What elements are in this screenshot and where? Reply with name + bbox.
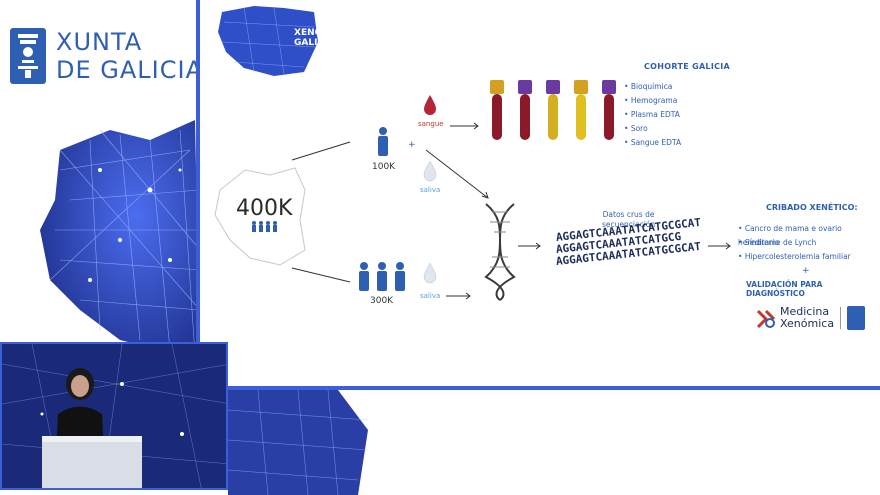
speaker-face: [71, 375, 89, 397]
tube-4: [576, 94, 586, 140]
sample-saliva-label-2: saliva: [420, 292, 441, 300]
project-title-line-2: GALICIA: [294, 38, 335, 48]
group-people-icon: [359, 262, 405, 291]
project-title-line-1: XENOMA: [294, 28, 339, 38]
cohorte-item: Soro: [624, 122, 681, 136]
plus-sign: +: [408, 140, 416, 150]
cribado-item: Cancro de mama e ovario hereditario: [738, 222, 880, 247]
tube-5: [604, 94, 614, 140]
sequencing-label-line-1: Datos crus de: [602, 210, 655, 219]
total-count: 400K: [236, 196, 293, 221]
logo-line-1: Medicina: [780, 305, 830, 318]
tube-3: [548, 94, 558, 140]
saliva-drop-icon-2: [423, 262, 437, 284]
lectern: [42, 440, 142, 488]
xunta-small-emblem-icon: [847, 306, 866, 330]
tube-cap-4: [574, 80, 588, 94]
sequence-block: AGGAGTCAAATATCATGCGCAT AGGAGTCAAATATCATG…: [555, 216, 702, 268]
cohorte-item: Sangue EDTA: [624, 136, 681, 150]
sample-saliva-label: saliva: [420, 186, 441, 194]
galicia-network-graphic: [40, 120, 200, 360]
xunta-brand: XUNTA DE GALICIA: [10, 28, 203, 84]
brand-line-2: DE GALICIA: [56, 56, 203, 84]
medicina-xenomica-logo: Medicina Xenómica: [756, 305, 866, 330]
tube-cap-2: [518, 80, 532, 94]
xenoma-galicia-logo: [218, 6, 318, 76]
tube-cap-3: [546, 80, 560, 94]
cohorte-item: Bioquímica: [624, 80, 681, 94]
presentation-slide: XENOMA GALICIA 400K 100K sangu: [196, 0, 880, 390]
cribado-title: CRIBADO XENÉTICO:: [766, 203, 858, 212]
people-icon: [252, 221, 277, 232]
tube-1: [492, 94, 502, 140]
tube-2: [520, 94, 530, 140]
sequencing-label: Datos crus de secuenciación: [602, 210, 655, 230]
galicia-map-outline: [214, 167, 306, 266]
cohorte-title: COHORTE GALICIA: [644, 62, 731, 71]
cohort-small-count: 100K: [372, 162, 396, 172]
logo-line-2: Xenómica: [780, 317, 835, 330]
video-background-network: [2, 344, 226, 488]
brand-line-1: XUNTA: [56, 28, 143, 56]
cohort-large-count: 300K: [370, 296, 394, 306]
sequencing-label-line-2: secuenciación: [602, 220, 656, 229]
cribado-plus: +: [802, 266, 810, 276]
xunta-emblem-icon: [10, 28, 46, 84]
xg-icon: [756, 309, 776, 329]
cohorte-list: Bioquímica Hemograma Plasma EDTA Soro Sa…: [624, 80, 681, 150]
validation-label: VALIDACIÓN PARA DIAGNÓSTICO: [746, 280, 823, 298]
sample-tubes: [490, 80, 616, 140]
cribado-list: Cancro de mama e ovario hereditario Sínd…: [738, 222, 880, 264]
person-icon: [378, 127, 388, 156]
cohorte-item: Hemograma: [624, 94, 681, 108]
dna-helix-icon: [484, 203, 516, 301]
saliva-drop-icon: [423, 160, 437, 182]
tube-cap-1: [490, 80, 504, 94]
blood-drop-icon: [424, 95, 436, 115]
logo-divider: [840, 307, 842, 329]
cribado-item: Hipercolesterolemia familiar: [738, 250, 880, 264]
flow-arrows: [291, 122, 731, 300]
cohorte-item: Plasma EDTA: [624, 108, 681, 122]
sample-blood-label: sangue: [418, 120, 444, 128]
bottom-network-graphic: [228, 390, 369, 495]
speaker-video: [0, 342, 228, 490]
tube-cap-5: [602, 80, 616, 94]
cribado-item: Síndrome de Lynch: [738, 236, 880, 250]
